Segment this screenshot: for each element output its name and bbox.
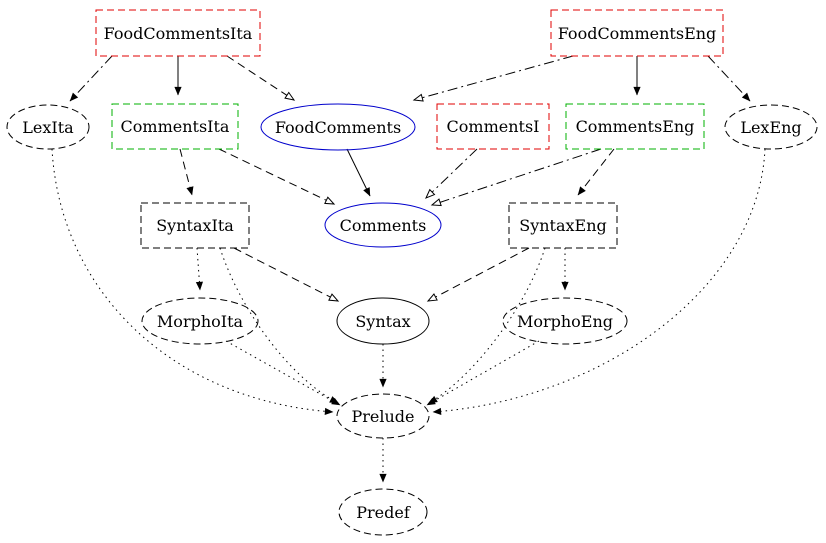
predef-shape (338, 488, 428, 536)
node-commentseng: CommentsEng (565, 103, 705, 150)
commentsi-shape (436, 103, 550, 150)
node-comments: Comments (324, 202, 442, 248)
node-foodcomments: FoodComments (260, 103, 416, 151)
node-morphoeng: MorphoEng (502, 297, 628, 345)
lexeng-label: LexEng (740, 118, 801, 137)
edge-lexeng-prelude (432, 148, 766, 416)
foodcommentsita-shape (95, 9, 261, 57)
edge-syntaxeng-prelude (428, 247, 546, 404)
edge-commentseng-syntaxeng (577, 148, 615, 196)
prelude-shape (336, 393, 430, 439)
edge-commentsi-comments (425, 148, 478, 199)
node-prelude: Prelude (336, 393, 430, 439)
commentsita-shape (111, 103, 239, 150)
comments-shape (324, 202, 442, 248)
edge-commentseng-comments (430, 148, 602, 207)
commentseng-shape (565, 103, 705, 150)
lexita-label: LexIta (22, 118, 74, 137)
foodcomments-shape (260, 103, 416, 151)
nodes-layer: FoodCommentsIta FoodCommentsEng LexIta C… (6, 9, 818, 536)
node-foodcommentseng: FoodCommentsEng (550, 9, 724, 57)
node-predef: Predef (338, 488, 428, 536)
syntaxita-label: SyntaxIta (156, 216, 234, 235)
foodcommentseng-label: FoodCommentsEng (558, 24, 717, 43)
foodcommentsita-label: FoodCommentsIta (104, 24, 253, 43)
edges-layer (51, 55, 766, 483)
edge-lexita-prelude (51, 148, 334, 415)
edge-foodcommentseng-foodcomments (412, 55, 574, 102)
morphoeng-label: MorphoEng (517, 312, 613, 331)
lexita-shape (6, 104, 90, 150)
edge-commentsita-syntaxita (179, 148, 194, 196)
predef-label: Predef (356, 503, 411, 522)
syntax-label: Syntax (355, 312, 410, 331)
lexeng-shape (724, 104, 818, 150)
commentseng-label: CommentsEng (576, 117, 695, 136)
node-commentsi: CommentsI (436, 103, 550, 150)
morphoita-label: MorphoIta (157, 312, 244, 331)
morphoeng-shape (502, 297, 628, 345)
commentsi-label: CommentsI (447, 117, 540, 136)
edge-syntaxeng-syntax (426, 247, 530, 302)
node-syntaxeng: SyntaxEng (508, 202, 618, 249)
node-syntax: Syntax (336, 297, 430, 345)
comments-label: Comments (340, 216, 427, 235)
edge-foodcommentsita-foodcomments (226, 55, 296, 101)
node-lexeng: LexEng (724, 104, 818, 150)
node-lexita: LexIta (6, 104, 90, 150)
node-commentsita: CommentsIta (111, 103, 239, 150)
node-syntaxita: SyntaxIta (140, 202, 250, 249)
prelude-label: Prelude (351, 407, 414, 426)
syntaxeng-label: SyntaxEng (519, 216, 607, 235)
edge-morphoita-prelude (225, 340, 341, 406)
edge-commentsita-comments (218, 148, 336, 205)
edge-foodcommentseng-lexeng (707, 55, 751, 102)
syntax-shape (336, 297, 430, 345)
edge-morphoeng-prelude (426, 340, 540, 406)
edge-foodcommentsita-lexita (69, 55, 113, 102)
edge-foodcomments-comments (346, 148, 371, 197)
foodcommentseng-shape (550, 9, 724, 57)
edge-syntaxita-syntax (233, 247, 340, 302)
edge-syntaxita-morphoita (195, 247, 204, 291)
node-morphoita: MorphoIta (141, 297, 259, 345)
foodcomments-label: FoodComments (275, 118, 401, 137)
morphoita-shape (141, 297, 259, 345)
node-foodcommentsita: FoodCommentsIta (95, 9, 261, 57)
commentsita-label: CommentsIta (121, 117, 230, 136)
